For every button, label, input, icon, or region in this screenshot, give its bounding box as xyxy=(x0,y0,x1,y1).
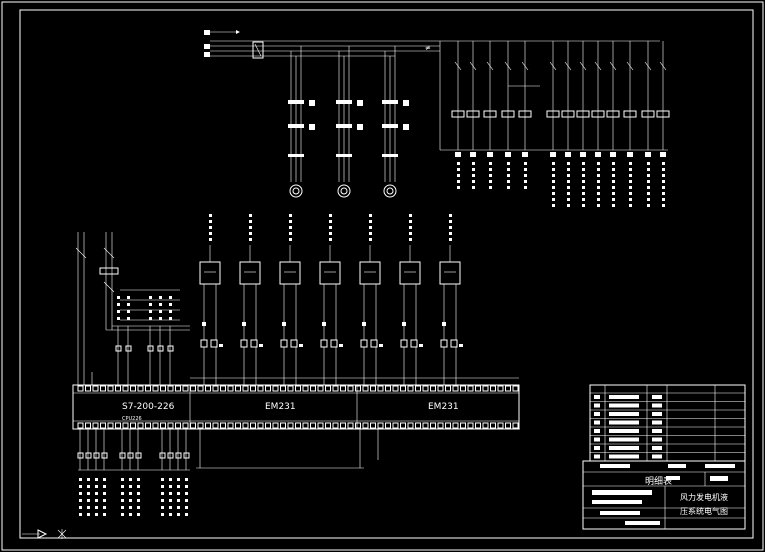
em231-module-2-label: EM231 xyxy=(428,402,459,412)
title-block xyxy=(582,384,746,530)
svg-text:≠: ≠ xyxy=(425,44,431,52)
motor-branch-2 xyxy=(336,46,363,198)
output-wiring xyxy=(77,429,190,516)
input-terminals xyxy=(115,296,174,385)
power-bus: ≠ xyxy=(204,30,660,59)
drawing-title-line2: 压系统电气图 xyxy=(680,506,728,516)
parts-list-title: 明细表 xyxy=(645,475,672,487)
motor-branch-3 xyxy=(382,46,409,198)
drawing-title-line1: 风力发电机液 xyxy=(680,492,728,502)
motor-branch-1 xyxy=(288,46,315,198)
plc-rack xyxy=(72,372,520,469)
left-breaker xyxy=(75,232,190,385)
em231-module-1-label: EM231 xyxy=(265,402,296,412)
drawing-frame xyxy=(19,9,754,539)
ground-symbol xyxy=(22,529,67,539)
control-circuit xyxy=(439,41,670,207)
sensor-circuits xyxy=(120,214,463,385)
cpu-module-sublabel: CPU226 xyxy=(122,416,142,422)
cpu-module-label: S7-200-226 xyxy=(122,402,175,412)
